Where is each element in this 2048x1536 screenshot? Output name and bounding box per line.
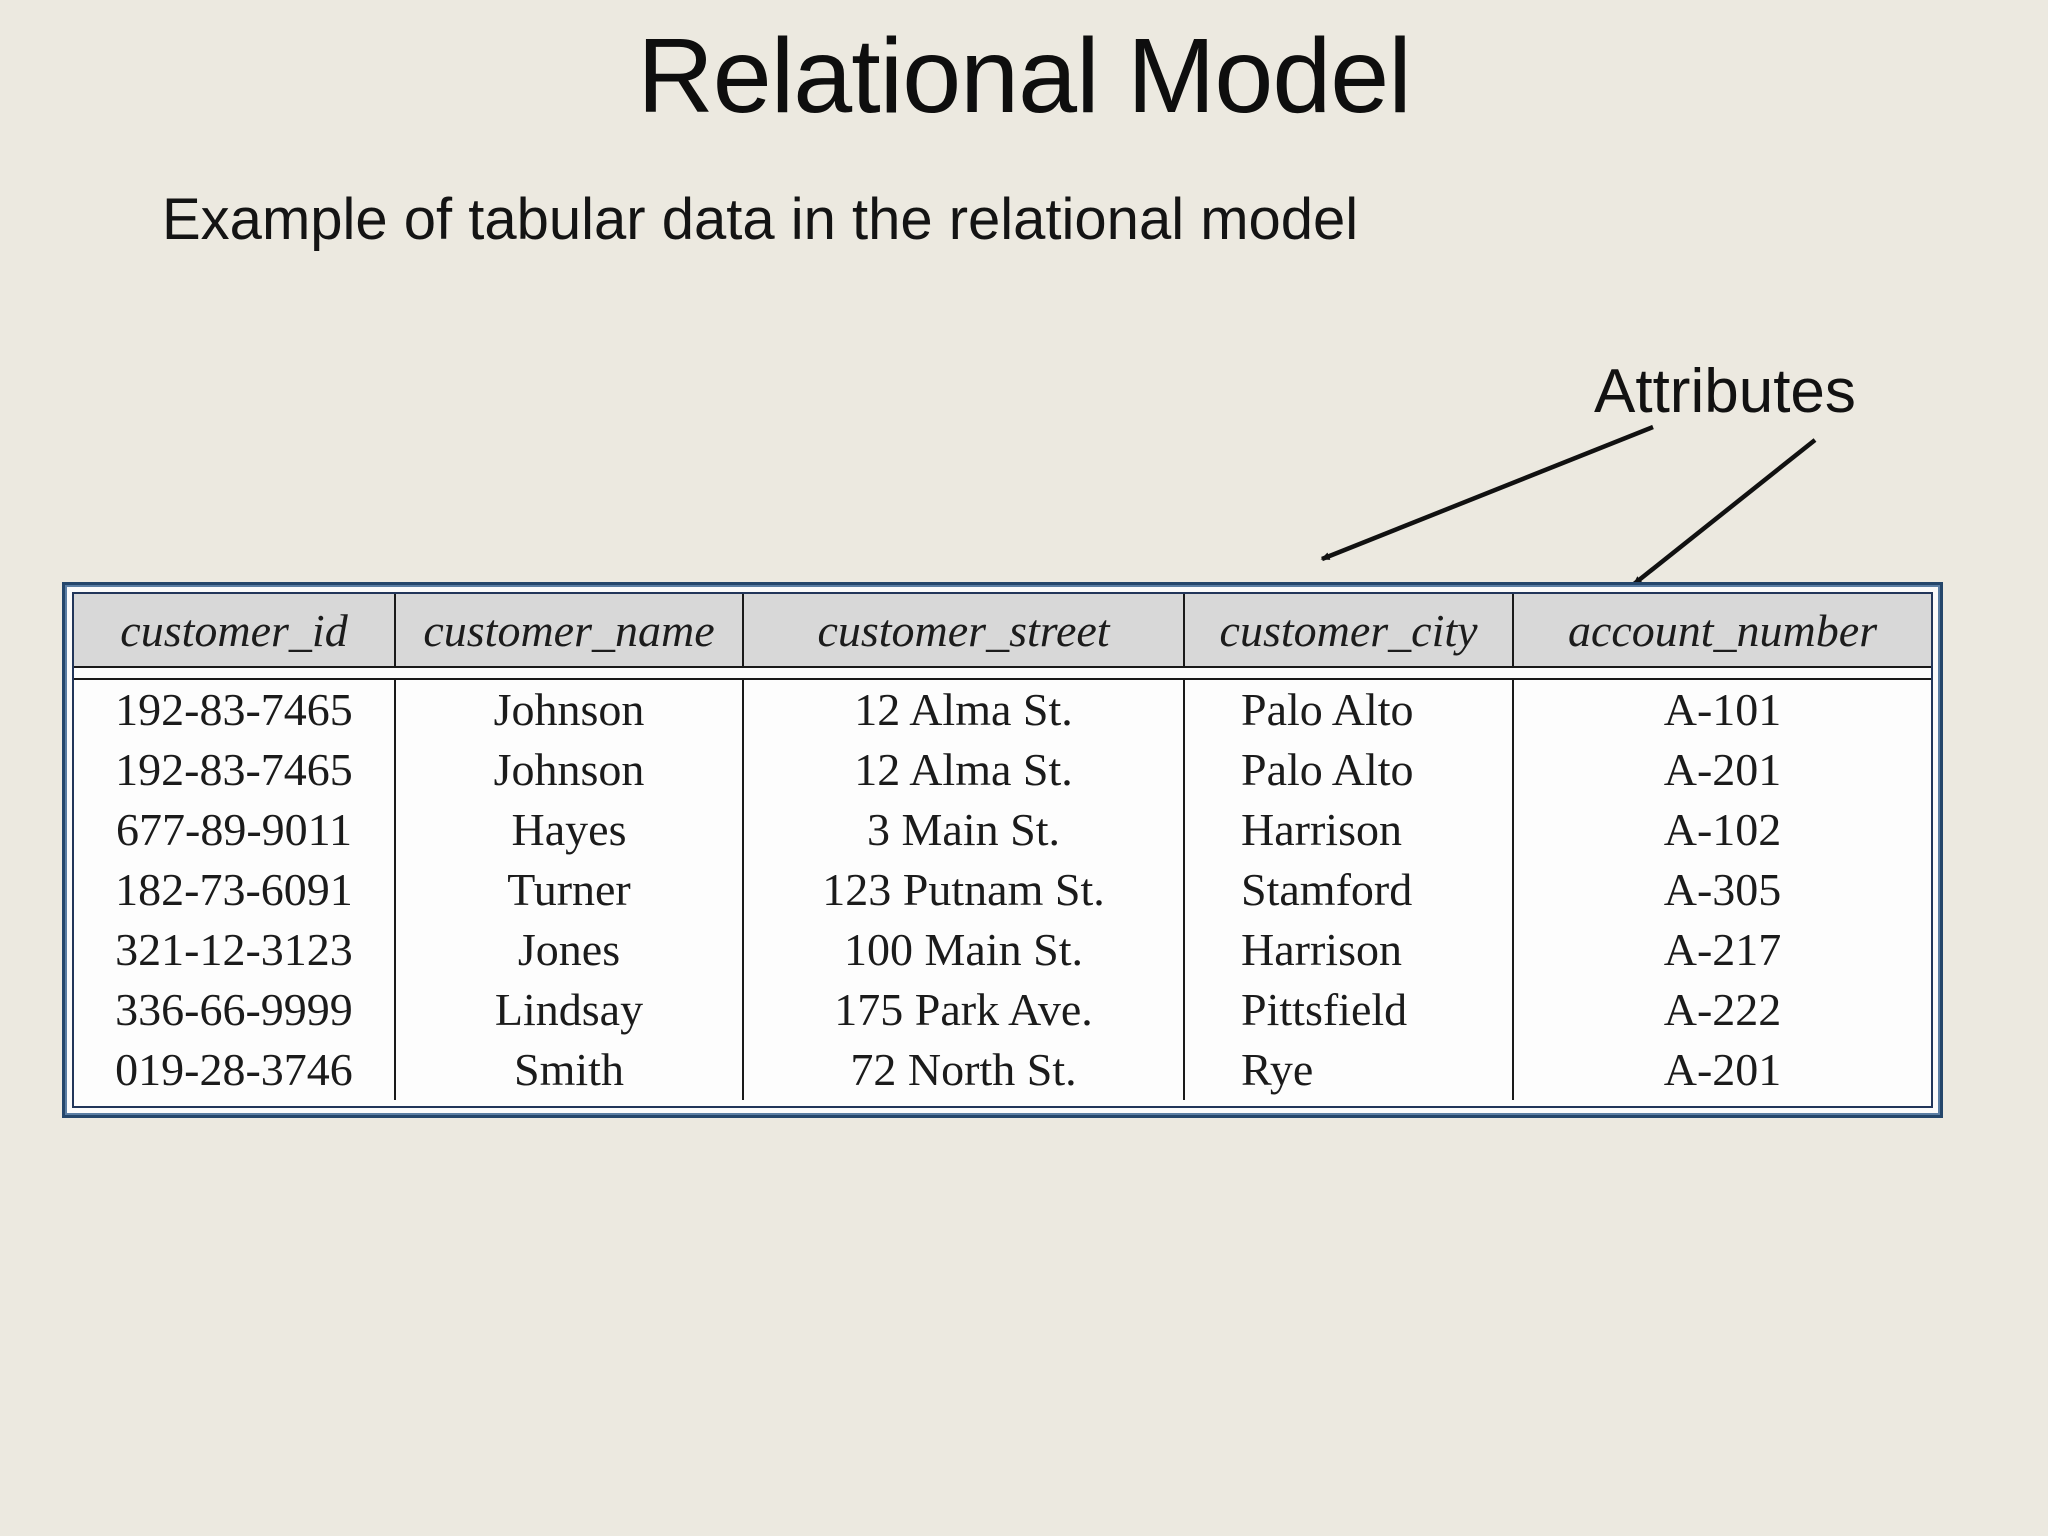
table-cell: Lindsay	[396, 980, 744, 1040]
table-cell: 3 Main St.	[744, 800, 1186, 860]
table-cell: A-101	[1663, 684, 1782, 735]
table-cell: Rye	[1185, 1040, 1515, 1100]
table-cell: Johnson	[396, 680, 744, 740]
table-cell: Smith	[396, 1040, 744, 1100]
table-cell: Stamford	[1185, 860, 1515, 920]
header-separator	[74, 668, 1931, 680]
table-cell: Harrison	[1185, 920, 1515, 980]
attributes-label: Attributes	[1594, 357, 1856, 426]
table-cell: A-201	[1663, 744, 1782, 795]
page-title: Relational Model	[637, 17, 1412, 135]
column-header: account_number	[1567, 604, 1878, 656]
table-cell: Hayes	[396, 800, 744, 860]
table-cell: 192-83-7465	[74, 740, 396, 800]
table-cell: 182-73-6091	[74, 860, 396, 920]
table-cell: 192-83-7465	[74, 680, 396, 740]
table-cell: 123 Putnam St.	[744, 860, 1186, 920]
column-header: customer_id	[74, 594, 396, 666]
table-cell: 100 Main St.	[744, 920, 1186, 980]
table-cell: A-102	[1663, 804, 1782, 855]
table-cell: A-305	[1663, 864, 1782, 915]
table-cell: 72 North St.	[744, 1040, 1186, 1100]
table-cell: Jones	[396, 920, 744, 980]
table-cell: Pittsfield	[1185, 980, 1515, 1040]
table-cell: Turner	[396, 860, 744, 920]
table-cell: 12 Alma St.	[744, 740, 1186, 800]
column-header: customer_city	[1185, 594, 1515, 666]
table-cell: 175 Park Ave.	[744, 980, 1186, 1040]
table-cell: Harrison	[1185, 800, 1515, 860]
arrow-icon	[1320, 424, 1654, 562]
table-cell: 336-66-9999	[74, 980, 396, 1040]
table-cell: 321-12-3123	[74, 920, 396, 980]
slide-subtitle: Example of tabular data in the relationa…	[162, 187, 1359, 252]
table-cell: 019-28-3746	[74, 1040, 396, 1100]
table-cell: Palo Alto	[1185, 680, 1515, 740]
column-header: customer_name	[396, 594, 744, 666]
table-cell: A-217	[1663, 924, 1782, 975]
arrow-icon	[1632, 438, 1817, 586]
table-cell: Johnson	[396, 740, 744, 800]
table-cell: A-201	[1663, 1044, 1782, 1095]
table-cell: 12 Alma St.	[744, 680, 1186, 740]
table-cell: Palo Alto	[1185, 740, 1515, 800]
column-header: customer_street	[744, 594, 1186, 666]
table-cell: 677-89-9011	[74, 800, 396, 860]
table-cell: A-222	[1663, 984, 1782, 1035]
